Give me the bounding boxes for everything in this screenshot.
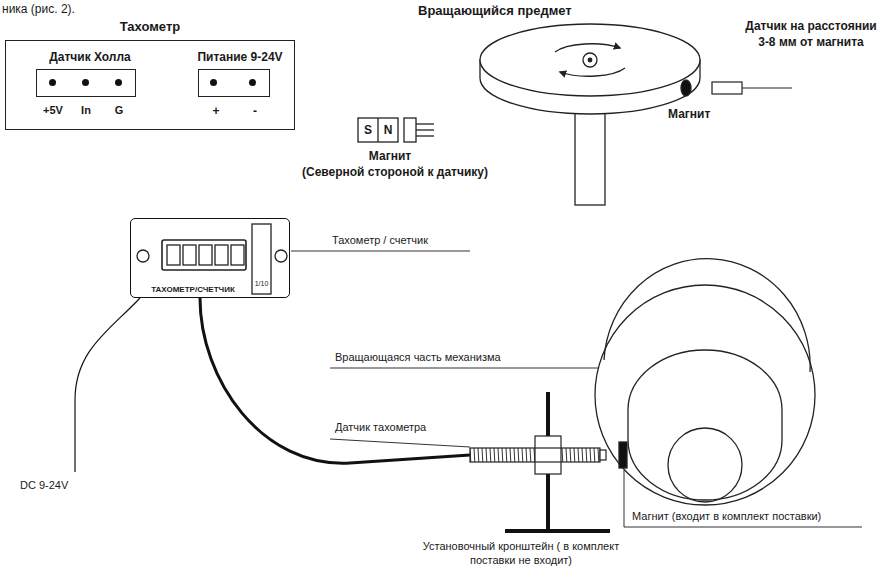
- digit-cell: [231, 245, 244, 265]
- nut-edge: [535, 447, 561, 448]
- leader-line: [330, 439, 470, 447]
- rotation-arrow: [560, 68, 625, 76]
- label-text: Тахометр / счетчик: [332, 233, 428, 247]
- hub: [668, 428, 742, 502]
- mount-hole: [137, 250, 149, 262]
- label-text: S: [359, 122, 377, 138]
- label-text: In: [66, 103, 106, 117]
- label-text: Магнит: [340, 148, 440, 164]
- sensor-body: [712, 82, 742, 94]
- magnet-pin: [416, 135, 434, 136]
- label-text: ника (рис. 2).: [2, 1, 75, 17]
- disc-top: [480, 24, 700, 96]
- pin-dot: [210, 79, 217, 86]
- label-text: Установочный кронштейн ( в комплект пост…: [416, 539, 626, 567]
- tachometer-panel: ТахометрДатчик ХоллаПитание 9-24V: [5, 40, 295, 130]
- node-label: Тахометр: [6, 19, 294, 34]
- label-text: DC 9-24V: [20, 478, 68, 492]
- leader-lines: [291, 251, 862, 527]
- device-face: [137, 224, 287, 294]
- node-label: ТАХОМЕТР/СЧЕТЧИК: [135, 285, 251, 294]
- label-text: Вращающийся предмет: [418, 2, 572, 19]
- wires: [75, 298, 470, 472]
- node-label: Питание 9-24V: [186, 49, 294, 65]
- connector-block: Датчик Холла: [36, 49, 144, 111]
- tacho-sensor: [470, 392, 610, 531]
- label-text: Датчик на расстоянии 3-8 мм от магнита: [742, 18, 880, 50]
- magnet-box: [358, 118, 398, 142]
- pin-header: [36, 69, 136, 97]
- mechanism-magnet: [619, 442, 627, 468]
- label-text: G: [99, 103, 139, 117]
- sensor-wire: [742, 87, 792, 88]
- power-wire: [75, 298, 140, 472]
- inner-arc: [604, 259, 810, 372]
- label-text: Магнит (входит в комплект поставки): [632, 509, 821, 523]
- label-text: +5V: [33, 103, 73, 117]
- switch-tab: [252, 224, 271, 294]
- digit-cell: [167, 245, 180, 265]
- disc-magnet: [681, 80, 691, 96]
- rod-tip: [600, 450, 606, 460]
- connector-block: Питание 9-24V: [186, 49, 294, 111]
- pin-header: [198, 69, 270, 97]
- label-text: Датчик тахометра: [335, 420, 426, 434]
- pin-dot: [82, 79, 89, 86]
- rotating-mechanism: [595, 259, 815, 505]
- label-text: 1/10: [252, 279, 271, 288]
- oblong-part: [628, 350, 782, 500]
- shaft: [575, 100, 605, 205]
- magnet-pin: [416, 123, 434, 124]
- digit-cell: [183, 245, 196, 265]
- digit-cell: [199, 245, 212, 265]
- label-text: Магнит: [668, 106, 710, 122]
- pin-dot: [49, 79, 56, 86]
- magnet-symbol: [358, 118, 434, 142]
- node-label: Датчик Холла: [36, 49, 144, 65]
- sensor-cable: [200, 298, 470, 463]
- magnet-pin: [416, 129, 434, 130]
- nut: [535, 436, 561, 474]
- disc-center-dot: [588, 58, 592, 62]
- label-text: +: [196, 103, 236, 119]
- mount-hole: [275, 250, 287, 262]
- label-text: Вращающаяся часть механизма: [335, 350, 501, 364]
- rotation-arrow: [555, 44, 620, 52]
- outer-wheel: [595, 285, 815, 505]
- rotating-disc: [480, 24, 700, 205]
- pin-dot: [249, 79, 256, 86]
- label-text: (Северной стороной к датчику): [290, 164, 500, 180]
- digit-cell: [215, 245, 228, 265]
- nut-edge: [535, 461, 561, 462]
- bracket-base: [505, 529, 610, 533]
- disc-center: [583, 53, 597, 67]
- leader-line: [291, 251, 470, 252]
- display: [162, 240, 246, 270]
- label-text: N: [379, 122, 397, 138]
- pin-dot: [115, 79, 122, 86]
- label-text: -: [235, 103, 275, 119]
- disc-sensor: [712, 82, 792, 94]
- magnet-divider: [377, 118, 378, 142]
- leader-line: [330, 368, 598, 369]
- magnet-holder: [404, 118, 416, 142]
